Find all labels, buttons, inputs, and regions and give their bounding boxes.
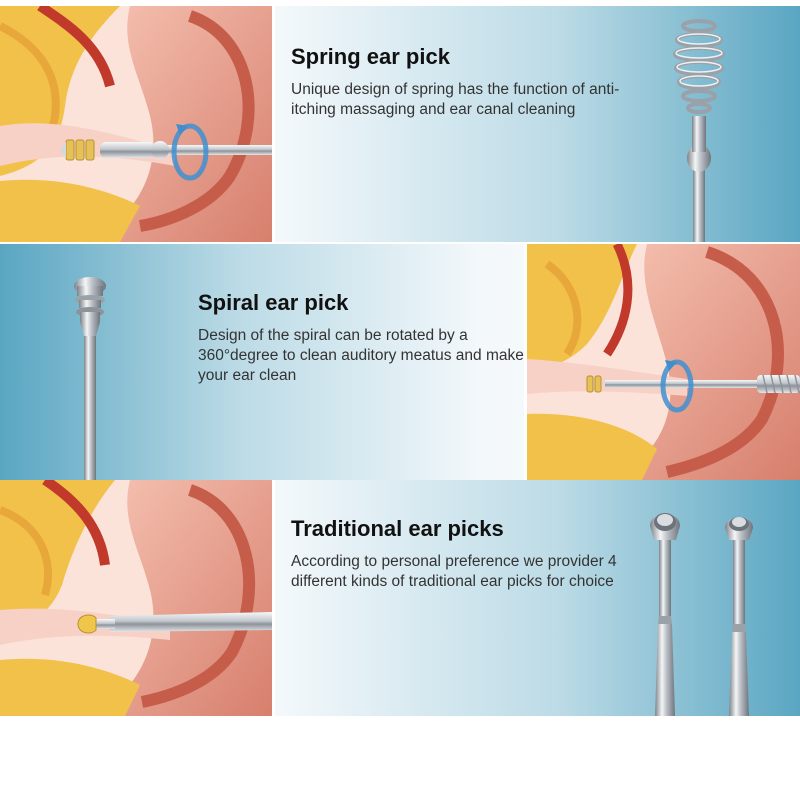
bottom-whitespace bbox=[0, 716, 800, 800]
spiral-title: Spiral ear pick bbox=[198, 290, 349, 315]
traditional-ear-pick-1-icon bbox=[650, 513, 680, 716]
traditional-description: According to personal preference we prov… bbox=[291, 553, 617, 590]
ear-illustration-traditional bbox=[0, 480, 272, 716]
spring-ear-pick-icon bbox=[673, 19, 725, 242]
spring-section: Spring ear pick Unique design of spring … bbox=[0, 6, 800, 242]
spiral-text-block: Spiral ear pick Design of the spiral can… bbox=[198, 290, 538, 385]
spiral-ear-pick-icon bbox=[74, 277, 106, 480]
spiral-description: Design of the spiral can be rotated by a… bbox=[198, 327, 524, 384]
ear-illustration-spring bbox=[0, 6, 272, 242]
traditional-ear-pick-2-icon bbox=[725, 517, 753, 716]
spring-text-block: Spring ear pick Unique design of spring … bbox=[291, 44, 631, 120]
traditional-section: Traditional ear picks According to perso… bbox=[0, 480, 800, 716]
spring-description: Unique design of spring has the function… bbox=[291, 81, 620, 118]
traditional-text-block: Traditional ear picks According to perso… bbox=[291, 516, 631, 592]
spiral-section: Spiral ear pick Design of the spiral can… bbox=[0, 244, 800, 480]
ear-illustration-spiral bbox=[527, 244, 800, 480]
spring-title: Spring ear pick bbox=[291, 44, 450, 69]
traditional-title: Traditional ear picks bbox=[291, 516, 504, 541]
